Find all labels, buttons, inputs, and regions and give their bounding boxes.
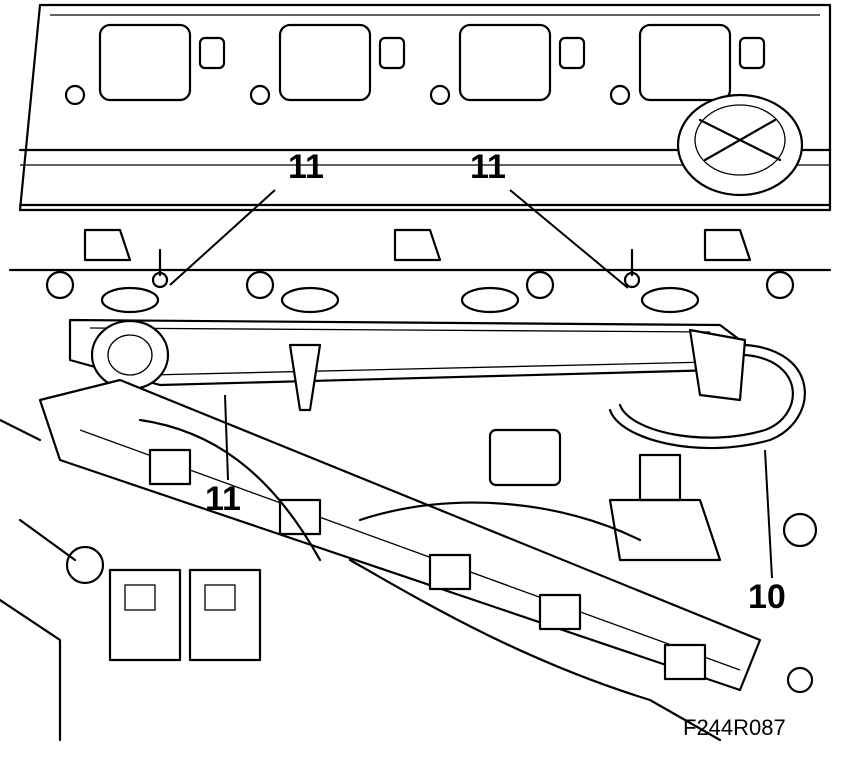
manifold-area [8,228,832,300]
oil-filler-cap [676,93,804,197]
injectors [100,286,700,314]
callout-label-connector: 10 [748,578,786,616]
wiring-harness [38,378,762,692]
right-connectors [488,428,722,562]
fuel-hose-loop [608,343,806,450]
fuel-rail [68,318,747,412]
callout-label-right-bolt: 11 [470,148,506,186]
callout-leaders [169,189,773,579]
valve-cover [18,3,832,212]
callout-label-lower-bolt: 11 [205,480,241,518]
fuel-rail-bolts [151,248,641,289]
callout-label-left-bolt: 11 [288,148,324,186]
figure-code: F244R087 [683,715,786,740]
lower-components [0,418,818,742]
ignition-coils [64,23,766,106]
